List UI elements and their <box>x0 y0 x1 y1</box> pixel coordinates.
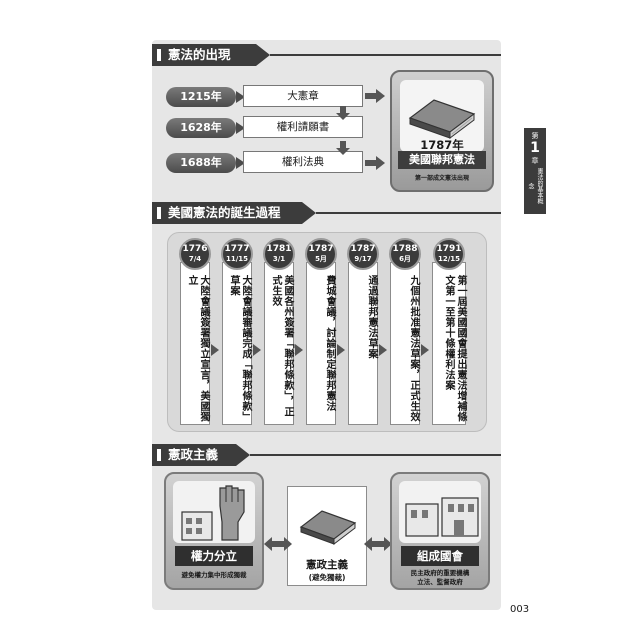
congress-desc-1: 民主政府的重要機構 <box>410 569 470 577</box>
year-pill-1215: 1215年 <box>166 87 245 107</box>
separation-of-powers-box <box>164 472 264 590</box>
timeline-column <box>348 262 378 425</box>
constitution-year: 1787年 <box>420 138 464 152</box>
arrow-right-icon <box>365 89 385 103</box>
timeline-event-text: 大陸會議審議完成「聯邦條款」草案 <box>228 275 251 422</box>
section-rule <box>270 54 501 56</box>
arrow-right-icon <box>295 344 305 356</box>
page-number: 003 <box>510 604 530 615</box>
section-header-birth: 美國憲法的誕生過程 <box>152 202 316 224</box>
timeline-event-text: 美國各州簽署「聯邦條款」，正式生效 <box>270 275 293 417</box>
chapter-tab: 第 1 章 憲法的基本概念 <box>524 128 546 214</box>
arrow-right-icon <box>379 344 389 356</box>
separation-of-powers-desc: 避免權力集中形成獨裁 <box>181 571 247 579</box>
doc-petition-of-right: 權利請願書 <box>243 116 363 138</box>
arrow-down-icon <box>336 141 350 155</box>
congress-label: 組成國會 <box>401 546 479 566</box>
arrow-down-icon <box>336 106 350 120</box>
timeline-column <box>306 262 336 425</box>
timeline-event-text: 大陸會議簽署獨立宣言，美國獨立 <box>186 275 209 422</box>
congress-box <box>390 472 490 590</box>
book-icon <box>408 99 476 139</box>
double-arrow-icon <box>364 537 392 551</box>
constitutionalism-subtitle: (避免獨裁) <box>308 573 346 582</box>
timeline-column <box>222 262 252 425</box>
timeline-event-text: 第一屆美國國會提出憲法增補條文第一至第十條權利法案 <box>443 275 466 422</box>
constitutionalism-center-box <box>287 486 367 586</box>
timeline-column <box>390 262 420 425</box>
year-pill-1688: 1688年 <box>166 153 245 173</box>
separation-of-powers-label: 權力分立 <box>175 546 253 566</box>
double-arrow-icon <box>264 537 292 551</box>
timeline-event-text: 通過聯邦憲法草案 <box>366 275 377 359</box>
arrow-right-icon <box>337 344 347 356</box>
doc-bill-of-rights: 權利法典 <box>243 151 363 173</box>
timeline-column <box>432 262 466 425</box>
section-rule <box>316 212 501 214</box>
fist-building-icon <box>181 485 245 541</box>
timeline-column <box>264 262 294 425</box>
arrow-right-icon <box>365 156 385 170</box>
book-icon <box>299 510 357 545</box>
timeline-column <box>180 262 210 425</box>
constitution-subtitle: 第一部成文憲法出現 <box>414 175 469 182</box>
arrow-right-icon <box>211 344 221 356</box>
timeline-event-text: 九個州批准憲法草案，正式生效 <box>408 275 419 422</box>
constitutionalism-title: 憲政主義 <box>306 559 348 571</box>
doc-magna-carta: 大憲章 <box>243 85 363 107</box>
arrow-right-icon <box>421 344 431 356</box>
constitution-title: 美國聯邦憲法 <box>398 151 486 169</box>
building-icon <box>405 497 479 537</box>
section-rule <box>250 454 501 456</box>
arrow-right-icon <box>253 344 263 356</box>
year-pill-1628: 1628年 <box>166 118 245 138</box>
constitution-book-box <box>390 70 494 192</box>
section-header-origin: 憲法的出現 <box>152 44 270 66</box>
timeline-event-text: 費城會議，討論制定聯邦憲法 <box>324 275 335 412</box>
section-header-constitutionalism: 憲政主義 <box>152 444 250 466</box>
congress-desc-2: 立法、監督政府 <box>417 578 463 586</box>
